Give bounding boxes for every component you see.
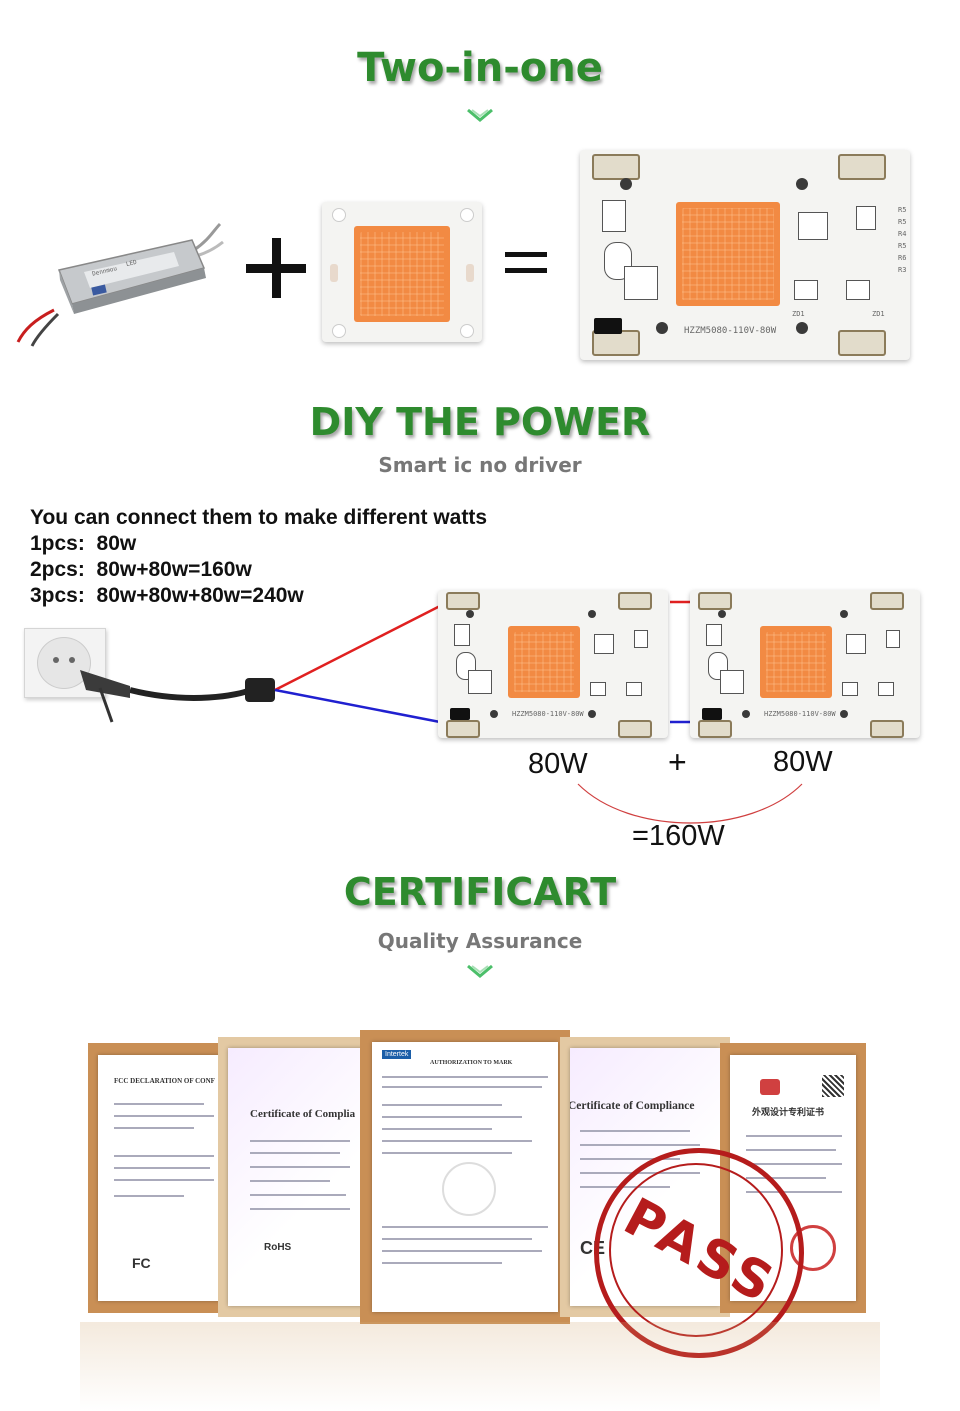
pcb-marking: ZD1 (872, 310, 885, 318)
quality-assurance-subtitle: Quality Assurance (377, 929, 583, 953)
cob-chip-1-image: HZZM5080-110V-80W (438, 590, 668, 738)
pass-stamp: PASS (594, 1148, 804, 1358)
plus-label: + (668, 744, 687, 780)
chevron-down-icon (467, 964, 493, 978)
certificate-fcc: FCC DECLARATION OF CONF FC (98, 1055, 226, 1301)
cert-intertek-title: AUTHORIZATION TO MARK (430, 1060, 513, 1066)
pcb-marking: R3 (898, 266, 907, 274)
certificart-title: CERTIFICART (343, 870, 617, 914)
led-driver-image: Dennmou LED (14, 210, 224, 350)
plus-sign-icon (246, 238, 306, 298)
chip-2-label: HZZM5080-110V-80W (764, 710, 836, 718)
intertek-logo: Intertek (382, 1050, 412, 1059)
watt-line-1: 1pcs: 80w (30, 532, 137, 555)
pcb-marking: ZD1 (792, 310, 805, 318)
large-ac-cob-led-image: HZZM5080-110V-80W ZD1 ZD1 R5 R5 R4 R5 R6… (580, 150, 910, 360)
certificate-rohs: Certificate of Complia RoHS (228, 1048, 368, 1306)
watt-line-2: 2pcs: 80w+80w=160w (30, 558, 252, 581)
chip-1-watts: 80W (528, 748, 588, 780)
cob-chip-2-image: HZZM5080-110V-80W (690, 590, 920, 738)
pcb-marking: R5 (898, 218, 907, 226)
equals-sign-icon (505, 252, 547, 274)
sum-arc (577, 783, 803, 824)
intro-line: You can connect them to make different w… (30, 506, 488, 529)
diy-power-subtitle: Smart ic no driver (378, 453, 582, 477)
chevron-down-icon (467, 108, 493, 122)
watt-line-3: 3pcs: 80w+80w+80w=240w (30, 584, 304, 607)
watt-combinations-text: You can connect them to make different w… (30, 505, 487, 609)
pcb-marking: R6 (898, 254, 907, 262)
pcb-marking: R5 (898, 206, 907, 214)
cert-patent-title: 外观设计专利证书 (752, 1108, 825, 1118)
pcb-marking: R5 (898, 242, 907, 250)
power-cable-wiring (80, 600, 705, 724)
chip-1-label: HZZM5080-110V-80W (512, 710, 584, 718)
pcb-marking: R4 (898, 230, 907, 238)
two-in-one-title: Two-in-one (357, 45, 603, 91)
fcc-mark: FC (132, 1255, 151, 1271)
certificates-reflection (80, 1322, 880, 1411)
cert-ce-title: Certificate of Compliance (570, 1100, 695, 1112)
diy-power-title: DIY THE POWER (309, 400, 651, 444)
rohs-mark: RoHS (264, 1242, 292, 1253)
cob-model-label: HZZM5080-110V-80W (684, 326, 777, 336)
small-cob-led-image (322, 202, 482, 342)
cert-rohs-title: Certificate of Complia (250, 1108, 356, 1120)
certificate-intertek: Intertek AUTHORIZATION TO MARK (372, 1042, 558, 1312)
cert-fcc-title: FCC DECLARATION OF CONF (114, 1077, 215, 1085)
total-watts: =160W (632, 820, 725, 852)
chip-2-watts: 80W (773, 746, 833, 778)
